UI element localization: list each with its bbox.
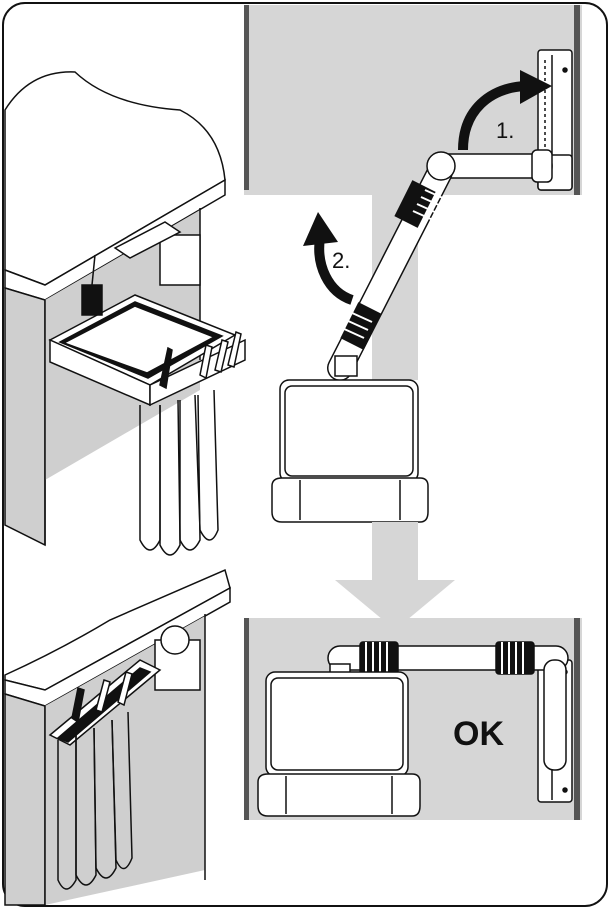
- bellows-lower: [340, 302, 382, 350]
- rotate-arrow-1: [458, 81, 526, 151]
- rotate-arrow-2-head: [303, 212, 338, 246]
- folded-arm: [327, 641, 569, 771]
- step-2-label: 2.: [332, 248, 350, 273]
- bellows-left: [359, 641, 399, 675]
- ok-label: OK: [453, 715, 504, 753]
- bellows-upper: [394, 180, 446, 228]
- step-1-label: 1.: [496, 118, 514, 143]
- swing-arm-horizontal: [431, 149, 553, 183]
- top-view-after-panel: OK: [244, 618, 582, 820]
- cabinet-perspective-before: [4, 71, 246, 556]
- cabinet-perspective-after: [4, 568, 231, 906]
- rotate-arrow-1-head: [520, 70, 552, 104]
- tray-unit-before: [271, 379, 429, 523]
- bellows-right: [495, 641, 535, 675]
- transition-arrow: [335, 522, 455, 630]
- top-view-before-panel: 1.: [244, 5, 582, 380]
- rotate-arrow-2: [314, 237, 354, 305]
- tray-unit-after: [257, 671, 421, 817]
- diagonal-arm: [327, 151, 456, 381]
